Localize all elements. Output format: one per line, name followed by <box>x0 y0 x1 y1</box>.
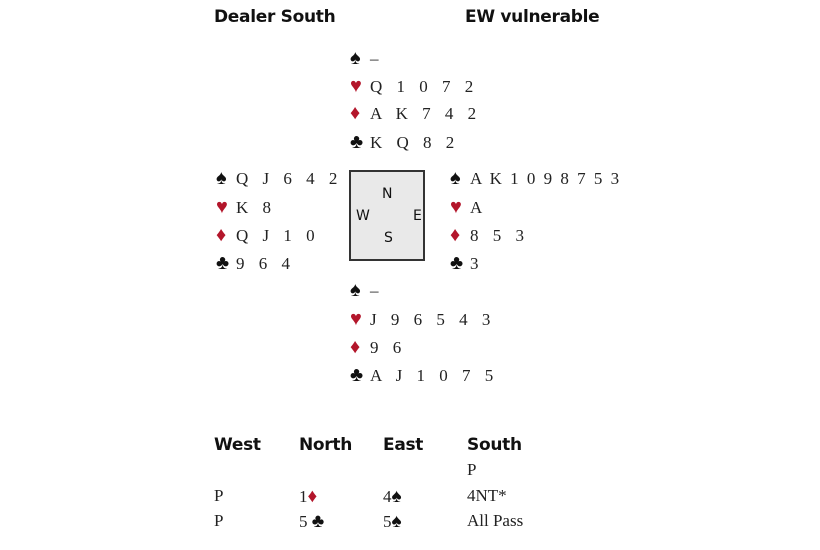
west-clubs: 9 6 4 <box>236 254 295 273</box>
diamond-icon: ♦ <box>216 224 227 246</box>
north-diamonds: A K 7 4 2 <box>370 104 482 123</box>
bid-east-2: 4♠ <box>383 486 402 508</box>
compass-west: W <box>356 208 370 224</box>
north-clubs: K Q 8 2 <box>370 133 460 152</box>
south-spades: – <box>370 281 384 300</box>
bid-level: 5 <box>383 512 392 531</box>
compass-north: N <box>382 186 393 202</box>
north-spades: – <box>370 49 384 68</box>
bid-level: 4 <box>383 487 392 506</box>
heart-icon: ♥ <box>350 75 362 97</box>
auction-header-east: East <box>383 435 424 455</box>
auction-header-north: North <box>299 435 353 455</box>
bid-north-3: 5 ♣ <box>299 511 324 533</box>
east-diamonds: 8 5 3 <box>470 226 529 245</box>
spade-icon: ♠ <box>450 167 461 189</box>
south-hearts: J 9 6 5 4 3 <box>370 310 496 329</box>
club-icon: ♣ <box>311 511 325 532</box>
auction-header-west: West <box>214 435 261 455</box>
club-icon: ♣ <box>216 252 230 274</box>
heart-icon: ♥ <box>450 196 462 218</box>
bid-east-3: 5♠ <box>383 511 402 533</box>
heart-icon: ♥ <box>350 308 362 330</box>
diamond-icon: ♦ <box>307 486 318 507</box>
bid-north-2: 1♦ <box>299 486 317 508</box>
heart-icon: ♥ <box>216 196 228 218</box>
east-hearts: A <box>470 198 488 217</box>
bid-west-2: P <box>214 486 224 505</box>
compass-south: S <box>384 230 393 246</box>
south-diamonds: 9 6 <box>370 338 407 357</box>
club-icon: ♣ <box>450 252 464 274</box>
club-icon: ♣ <box>350 131 364 153</box>
compass-box: N W E S <box>349 170 425 261</box>
compass-east: E <box>413 208 422 224</box>
south-clubs: A J 1 0 7 5 <box>370 366 499 385</box>
west-spades: Q J 6 4 2 <box>236 169 343 188</box>
east-clubs: 3 <box>470 254 484 273</box>
auction-header-south: South <box>467 435 522 455</box>
club-icon: ♣ <box>350 364 364 386</box>
bid-south-2: 4NT* <box>467 486 507 505</box>
spade-icon: ♠ <box>391 486 402 507</box>
bid-south-3: All Pass <box>467 511 524 530</box>
north-hearts: Q 1 0 7 2 <box>370 77 479 96</box>
spade-icon: ♠ <box>350 47 361 69</box>
spade-icon: ♠ <box>350 279 361 301</box>
bid-west-3: P <box>214 511 224 530</box>
dealer-label: Dealer South <box>214 7 336 27</box>
west-diamonds: Q J 1 0 <box>236 226 320 245</box>
west-hearts: K 8 <box>236 198 277 217</box>
bid-south-1: P <box>467 460 477 479</box>
diamond-icon: ♦ <box>350 102 361 124</box>
diamond-icon: ♦ <box>450 224 461 246</box>
spade-icon: ♠ <box>391 511 402 532</box>
bid-level: 5 <box>299 512 308 531</box>
spade-icon: ♠ <box>216 167 227 189</box>
bid-level: 1 <box>299 487 308 506</box>
vulnerability-label: EW vulnerable <box>465 7 600 27</box>
diamond-icon: ♦ <box>350 336 361 358</box>
east-spades: A K 1 0 9 8 7 5 3 <box>470 169 622 188</box>
